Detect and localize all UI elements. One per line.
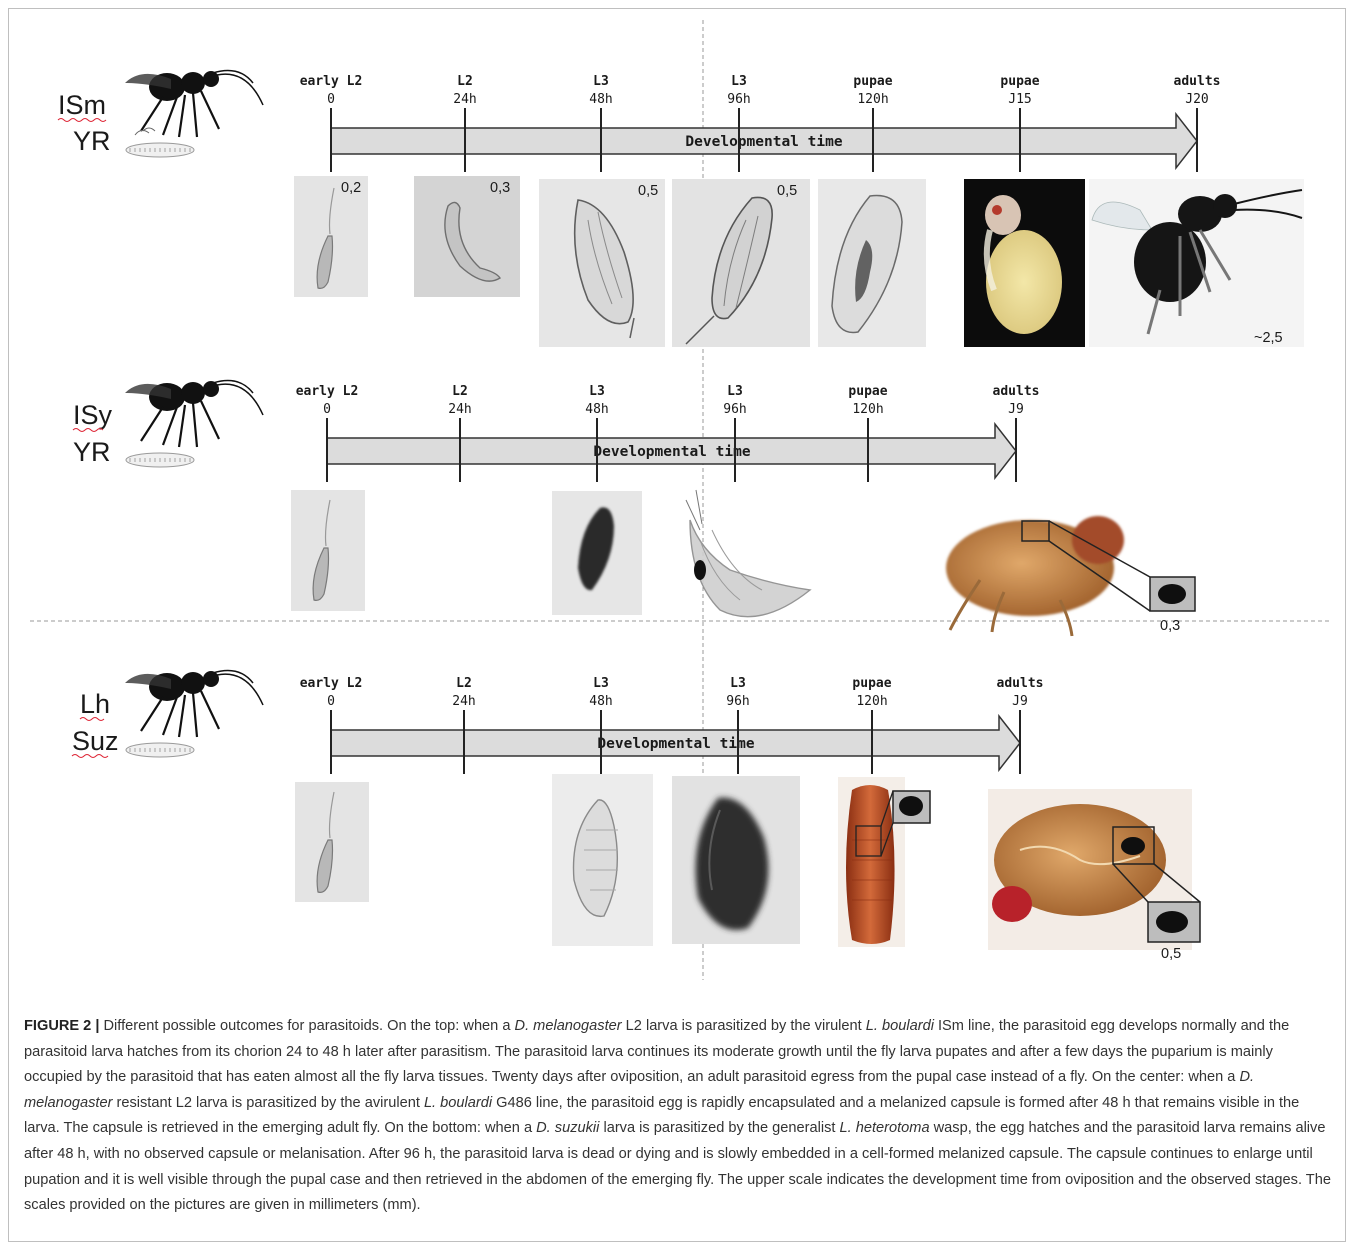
row-1-stage-time: J20	[1185, 92, 1208, 107]
row-2-photo-adult-fly: 0,3	[946, 516, 1195, 636]
row-2-timeline: Developmental time early L2 0 L2 24h L3 …	[296, 384, 1040, 482]
row-1-photo-young-larva: 0,3	[414, 176, 520, 297]
row-2-stage-time: 48h	[585, 402, 608, 417]
row-2-arrow-label: Developmental time	[593, 444, 750, 460]
scale-label: 0,3	[1160, 618, 1180, 634]
row-1-photo-larva-48h: 0,5	[539, 179, 665, 347]
row-3-photo-egg	[295, 782, 369, 902]
row-1-label: ISm YR	[58, 90, 111, 156]
row-3-label-line1: Lh	[80, 689, 110, 719]
row-2-stage-name: adults	[993, 384, 1040, 399]
row-3-stage-name: L3	[593, 676, 609, 691]
caption-text: L2 larva is parasitized by the virulent	[622, 1018, 866, 1034]
row-2-photo-melanized-capsule	[552, 491, 642, 615]
figure-panel: ISm YR Developmental time early L2 0 L2 …	[0, 0, 1356, 980]
row-3-stage-time: 120h	[856, 694, 887, 709]
scale-label: ~2,5	[1254, 330, 1283, 346]
scale-label: 0,5	[638, 183, 658, 199]
row-3-label-line2: Suz	[72, 726, 119, 756]
row-3-stage-time: 0	[327, 694, 335, 709]
species-name: D. melanogaster	[515, 1018, 622, 1034]
row-1-label-line2: YR	[73, 126, 111, 156]
species-name: L. boulardi	[866, 1018, 934, 1034]
row-2-label: ISy YR	[73, 400, 113, 467]
row-2-photo-egg	[291, 490, 365, 611]
row-3-photo-embedded-capsule	[672, 776, 800, 944]
caption-text: larva is parasitized by the generalist	[599, 1120, 839, 1136]
row-3-stage-time: 48h	[589, 694, 612, 709]
row-1-stage-time: 24h	[453, 92, 476, 107]
species-name: L. boulardi	[424, 1095, 492, 1111]
row-3-photo-live-larva	[552, 774, 653, 946]
row-1-photo-puparium-parasitoid	[964, 179, 1085, 347]
caption-text: Different possible outcomes for parasito…	[99, 1018, 514, 1034]
row-3-stage-name: pupae	[852, 676, 891, 691]
row-1-photo-egg: 0,2	[294, 176, 368, 297]
row-2-stage-time: J9	[1008, 402, 1024, 417]
row-1-stage-time: 48h	[589, 92, 612, 107]
row-3-arrow-label: Developmental time	[597, 736, 754, 752]
row-2-stage-name: L3	[589, 384, 605, 399]
scale-label: 0,5	[777, 183, 797, 199]
row-1-stage-name: pupae	[853, 74, 892, 89]
row-3-stage-name: adults	[997, 676, 1044, 691]
row-3-label: Lh Suz	[72, 689, 119, 758]
spellcheck-underline	[73, 429, 103, 432]
row-3-photo-adult-fly: 0,5	[988, 789, 1200, 962]
row-1-stage-name: L3	[593, 74, 609, 89]
row-2-stage-name: early L2	[296, 384, 359, 399]
row-1-label-line1: ISm	[58, 90, 106, 120]
row-3-stage-name: L2	[456, 676, 472, 691]
row-2-stage-time: 120h	[852, 402, 883, 417]
row-1-stage-time: 0	[327, 92, 335, 107]
row-1-stage-name: early L2	[300, 74, 363, 89]
caption-text: resistant L2 larva is parasitized by the…	[112, 1095, 424, 1111]
row-2-stage-time: 96h	[723, 402, 746, 417]
row-1-stage-time: J15	[1008, 92, 1031, 107]
scale-label: 0,2	[341, 180, 361, 196]
row-2-photo-larva-with-capsule	[686, 490, 810, 617]
row-3-stage-time: 24h	[452, 694, 475, 709]
row-2-stage-name: L3	[727, 384, 743, 399]
row-2-stage-time: 0	[323, 402, 331, 417]
wasp-on-larva-icon	[125, 71, 263, 157]
row-1-photo-adult-wasp: ~2,5	[1089, 179, 1304, 347]
figure-label: FIGURE 2 |	[24, 1018, 99, 1034]
wasp-on-larva-icon	[125, 671, 263, 757]
row-1-photo-larva-96h: 0,5	[672, 179, 810, 347]
row-2-stage-name: L2	[452, 384, 468, 399]
figure-caption: FIGURE 2 | Different possible outcomes f…	[24, 1014, 1334, 1219]
caption-body: Different possible outcomes for parasito…	[24, 1018, 1331, 1213]
species-name: L. heterotoma	[840, 1120, 930, 1136]
species-name: D. suzukii	[536, 1120, 599, 1136]
row-2-label-line1: ISy	[73, 400, 113, 430]
row-3-photo-pupal-case	[838, 777, 930, 947]
row-3-stage-time: 96h	[726, 694, 749, 709]
wasp-on-larva-icon	[125, 381, 263, 467]
scale-label: 0,3	[490, 180, 510, 196]
row-1-stage-name: adults	[1174, 74, 1221, 89]
row-1-stage-name: L2	[457, 74, 473, 89]
row-2-stage-time: 24h	[448, 402, 471, 417]
row-1-photo-pupa	[818, 179, 926, 347]
row-3-stage-name: L3	[730, 676, 746, 691]
row-1-stage-time: 120h	[857, 92, 888, 107]
row-2-stage-name: pupae	[848, 384, 887, 399]
row-3-timeline: Developmental time early L2 0 L2 24h L3 …	[300, 676, 1044, 774]
scale-label: 0,5	[1161, 946, 1181, 962]
row-3-stage-time: J9	[1012, 694, 1028, 709]
row-1-stage-name: L3	[731, 74, 747, 89]
row-1-timeline: Developmental time early L2 0 L2 24h L3 …	[300, 74, 1221, 172]
row-2-label-line2: YR	[73, 437, 111, 467]
row-1-arrow-label: Developmental time	[685, 134, 842, 150]
row-1-stage-name: pupae	[1000, 74, 1039, 89]
row-3-stage-name: early L2	[300, 676, 363, 691]
row-1-stage-time: 96h	[727, 92, 750, 107]
